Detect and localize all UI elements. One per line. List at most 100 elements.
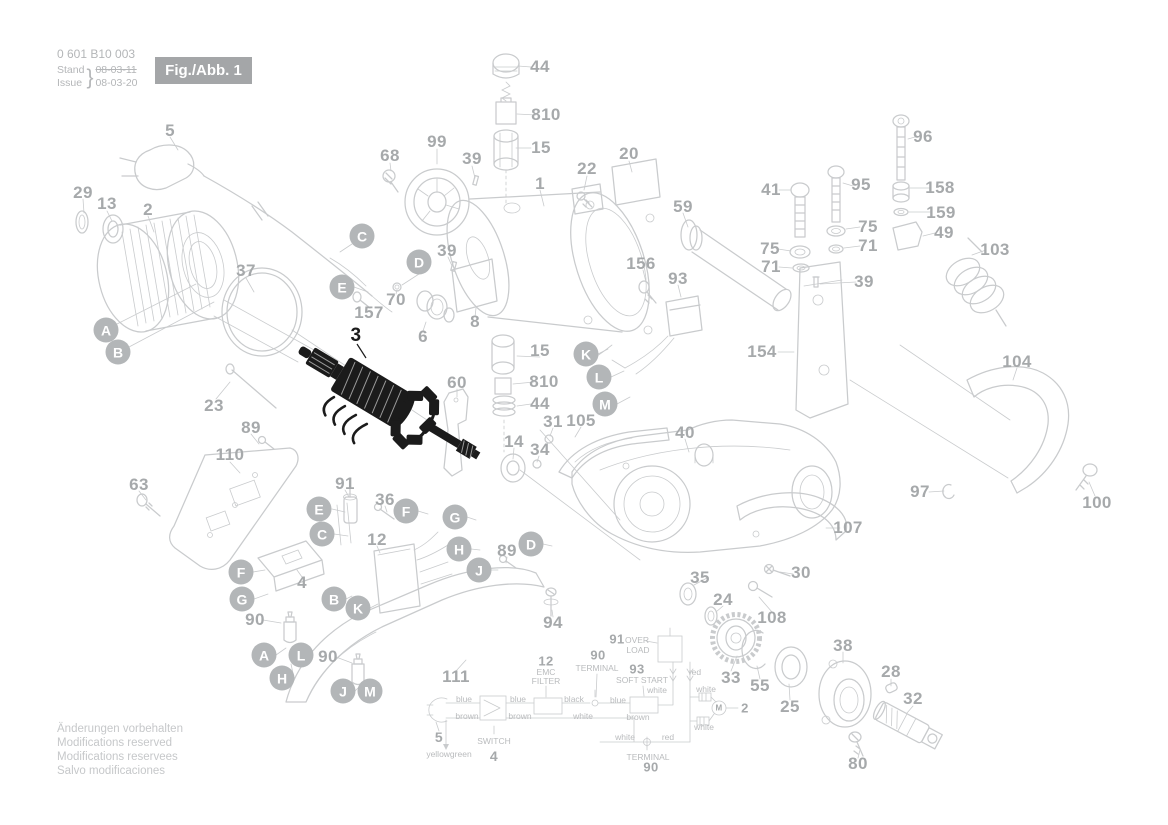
part-label-14: 14 <box>504 432 524 451</box>
wire-label-white: white <box>694 722 714 732</box>
part-label-39: 39 <box>437 241 457 260</box>
letter-badge-A: A <box>251 642 277 668</box>
part-label-104: 104 <box>1002 352 1032 371</box>
letter-badge-M: M <box>592 391 618 417</box>
letter-badge-C: C <box>349 223 375 249</box>
part-label-90: 90 <box>643 759 659 775</box>
stand-label: Stand <box>57 64 85 76</box>
part-label-M: M <box>715 703 723 713</box>
part-label-99: 99 <box>427 132 447 151</box>
letter-badge-J: J <box>330 678 356 704</box>
part-label-32: 32 <box>903 689 923 708</box>
part-label-4: 4 <box>489 748 499 764</box>
part-label-89: 89 <box>497 541 517 560</box>
wire-label-brown: brown <box>508 711 532 721</box>
wire-label-soft-start: SOFT START <box>616 675 668 685</box>
letter-badge-E: E <box>329 274 355 300</box>
wire-label-red: red <box>661 732 675 742</box>
letter-badge-D: D <box>406 249 432 275</box>
part-label-96: 96 <box>913 127 933 146</box>
part-label-71: 71 <box>761 257 781 276</box>
part-label-25: 25 <box>780 697 800 716</box>
footer-line-1: Änderungen vorbehalten <box>57 723 183 735</box>
part-label-91: 91 <box>335 474 355 493</box>
part-label-28: 28 <box>881 662 901 681</box>
footer-line-2: Modifications reserved <box>57 737 173 749</box>
letter-badge-H: H <box>269 665 295 691</box>
wire-label-white: white <box>615 732 635 742</box>
wire-label-blue: blue <box>509 694 527 704</box>
part-label-111: 111 <box>442 667 470 686</box>
figure-label: Fig./Abb. 1 <box>155 57 252 84</box>
part-label-71: 71 <box>858 236 878 255</box>
letter-badge-K: K <box>345 595 371 621</box>
part-label-24: 24 <box>713 590 733 609</box>
wire-label-blue: blue <box>609 695 627 705</box>
part-label-93: 93 <box>668 269 688 288</box>
part-label-6: 6 <box>418 327 428 346</box>
wire-label-white: white <box>696 684 716 694</box>
wire-label-blue: blue <box>455 694 473 704</box>
letter-badge-A: A <box>93 317 119 343</box>
part-label-75: 75 <box>760 239 780 258</box>
part-label-41: 41 <box>761 180 781 199</box>
part-label-12: 12 <box>538 653 554 669</box>
part-label-36: 36 <box>375 490 395 509</box>
wire-label-black: black <box>564 694 584 704</box>
part-label-40: 40 <box>675 423 695 442</box>
letter-badge-B: B <box>105 339 131 365</box>
letter-badge-J: J <box>466 557 492 583</box>
issue-date: 08-03-20 <box>95 77 138 89</box>
part-label-107: 107 <box>833 518 863 537</box>
part-label-63: 63 <box>129 475 149 494</box>
part-label-44: 44 <box>530 57 550 76</box>
part-label-4: 4 <box>297 573 307 592</box>
wire-label-switch: SWITCH <box>477 736 511 746</box>
part-label-158: 158 <box>925 178 955 197</box>
part-label-59: 59 <box>673 197 693 216</box>
part-label-3: 3 <box>350 325 362 346</box>
part-label-37: 37 <box>236 261 256 280</box>
part-label-8: 8 <box>470 312 480 331</box>
wire-label-white: white <box>647 685 667 695</box>
wire-label-filter: FILTER <box>531 676 561 686</box>
title-block: 0 601 B10 003 Stand Issue } 08-03-11 08-… <box>57 48 138 90</box>
letter-badge-L: L <box>586 364 612 390</box>
part-label-5: 5 <box>165 121 175 140</box>
wire-label-over: OVER <box>624 635 650 645</box>
part-label-13: 13 <box>97 194 117 213</box>
footer-line-3: Modifications reservees <box>57 751 178 763</box>
part-label-91: 91 <box>609 631 625 647</box>
superseded-date: 08-03-11 <box>95 64 137 76</box>
letter-badge-G: G <box>442 504 468 530</box>
part-label-89: 89 <box>241 418 261 437</box>
part-label-159: 159 <box>926 203 956 222</box>
part-label-110: 110 <box>215 445 245 464</box>
part-label-810: 810 <box>531 105 561 124</box>
part-label-44: 44 <box>530 394 550 413</box>
part-label-22: 22 <box>577 159 597 178</box>
part-label-35: 35 <box>690 568 710 587</box>
wire-label-terminal: TERMINAL <box>626 752 670 762</box>
part-label-2: 2 <box>741 700 749 716</box>
part-label-154: 154 <box>747 342 777 361</box>
part-label-97: 97 <box>910 482 930 501</box>
part-label-68: 68 <box>380 146 400 165</box>
part-label-55: 55 <box>750 676 770 695</box>
wire-label-emc: EMC <box>536 667 556 677</box>
part-label-38: 38 <box>833 636 853 655</box>
wiring-schematic <box>426 627 739 751</box>
part-label-33: 33 <box>721 668 741 687</box>
part-label-49: 49 <box>934 223 954 242</box>
part-label-100: 100 <box>1082 493 1112 512</box>
wire-label-yellowgreen: yellowgreen <box>426 749 472 759</box>
letter-badge-C: C <box>309 521 335 547</box>
letter-badge-D: D <box>518 531 544 557</box>
part-label-108: 108 <box>757 608 787 627</box>
part-number: 0 601 B10 003 <box>57 47 136 61</box>
part-label-30: 30 <box>791 563 811 582</box>
wire-label-load: LOAD <box>626 645 650 655</box>
issue-label: Issue <box>57 77 83 89</box>
